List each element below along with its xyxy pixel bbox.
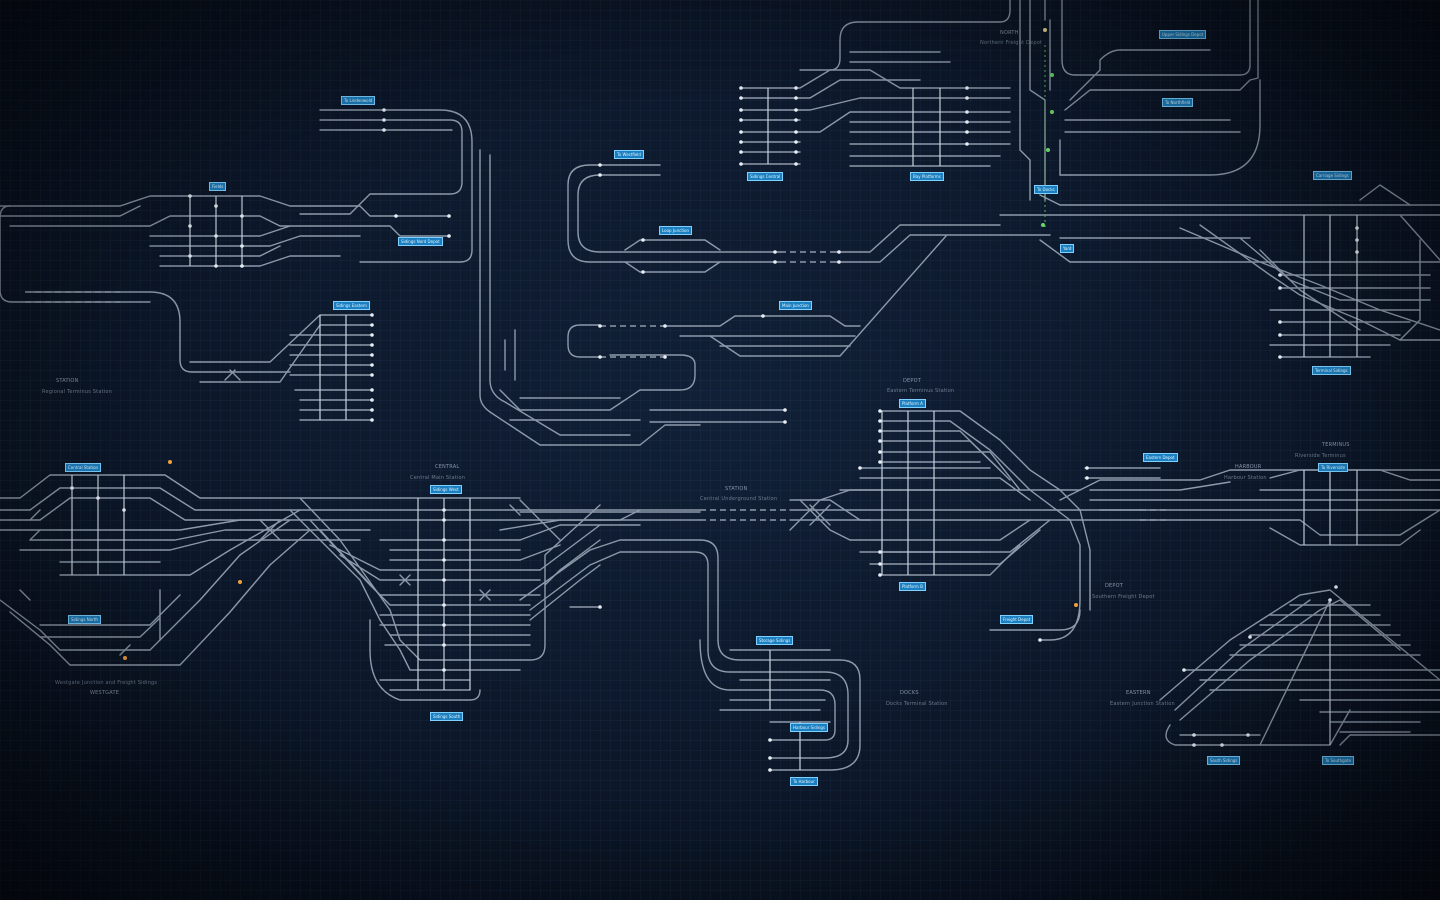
tag-label[interactable]: Sidings North [68,615,101,624]
tag-label[interactable]: To Riverside [1318,463,1349,472]
tag-label[interactable]: Fields [209,182,227,191]
station-heading: TERMINUS [1322,442,1350,448]
central-loop [479,149,786,446]
tag-label[interactable]: Central Station [65,463,102,472]
tag-label[interactable]: Carriage Sidings [1313,171,1352,180]
station-heading: STATION [725,486,748,492]
tag-label[interactable]: Platform B [899,582,926,591]
tag-label[interactable]: Harbour Sidings [790,723,828,732]
station-subtitle: Northern Freight Depot [980,40,1043,46]
station-subtitle: Docks Terminal Station [886,701,948,707]
tag-label[interactable]: Storage Sidings [756,636,794,645]
station-subtitle: Eastern Junction Station [1110,701,1175,707]
tag-label[interactable]: To Docks [1034,185,1058,194]
tag-label[interactable]: To Southgate [1322,756,1355,765]
station-subtitle: Central Underground Station [700,496,778,502]
tag-label[interactable]: Loop Junction [659,226,692,235]
southeast-yard [1159,589,1440,746]
station-subtitle: Central Main Station [410,475,466,481]
station-subtitle: Westgate Junction and Freight Sidings [55,680,158,686]
station-subtitle: Harbour Station [1224,475,1267,481]
tag-label[interactable]: Yard [1060,244,1075,253]
station-heading: EASTERN [1126,690,1151,696]
signal-dots [70,86,1359,772]
station-subtitle: Southern Freight Depot [1092,594,1155,600]
tag-label[interactable]: Terminal Sidings [1312,366,1351,375]
tag-label[interactable]: Sidings Nord Depot [398,237,443,246]
tag-label[interactable]: Sidings West [430,485,462,494]
station-subtitle: Riverside Terminus [1295,453,1346,459]
station-heading: DEPOT [1105,583,1124,589]
tag-label[interactable]: Sidings Eastern [333,301,370,310]
tag-label[interactable]: To Northfield [1162,98,1194,107]
station-heading: DEPOT [903,378,922,384]
station-heading: STATION [56,378,79,384]
tag-label[interactable]: Bay Platforms [910,172,944,181]
station-heading: CENTRAL [435,464,460,470]
northwest-yard [0,109,473,421]
tag-label[interactable]: South Sidings [1207,756,1241,765]
station-heading: NORTH [1000,30,1019,36]
tag-label[interactable]: Upper Sidings Depot [1159,30,1207,39]
tag-label[interactable]: Sidings South [430,712,464,721]
station-heading: HARBOUR [1235,464,1262,470]
tag-label[interactable]: Platform A [899,399,926,408]
tag-label[interactable]: Sidings Central [747,172,784,181]
tag-label[interactable]: Freight Depot [1000,615,1034,624]
station-subtitle: Eastern Terminus Station [887,388,955,394]
tag-label[interactable]: Main Junction [779,301,812,310]
station-subtitle: Regional Terminus Station [42,389,112,395]
tag-label[interactable]: To Westfield [614,150,644,159]
tag-label[interactable]: To Lindenwold [341,96,376,105]
south-loop [699,639,861,771]
tag-label[interactable]: Eastern Depot [1143,453,1178,462]
upper-loop [567,164,1051,358]
tag-label[interactable]: To Harbour [790,777,818,786]
station-heading: WESTGATE [90,690,120,696]
station-heading: DOCKS [900,690,919,696]
